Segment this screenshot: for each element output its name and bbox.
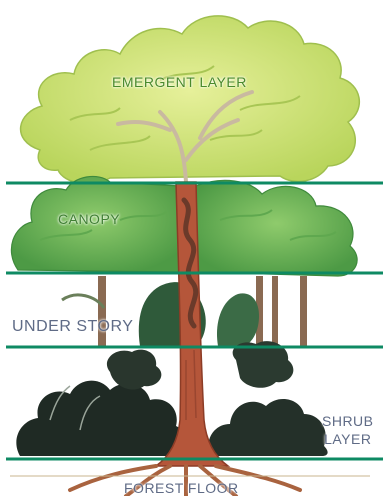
shrub-layer-plants — [16, 341, 327, 456]
emergent-crown — [21, 16, 360, 184]
shrub-label-line-1: SHRUB — [322, 412, 374, 430]
shrub-label-line-2: LAYER — [322, 430, 374, 448]
understory-label: UNDER STORY — [12, 318, 133, 336]
forest-floor-label: FOREST FLOOR — [124, 480, 239, 496]
shrub-layer-label: SHRUB LAYER — [322, 412, 374, 448]
emergent-layer-label: EMERGENT LAYER — [112, 74, 247, 90]
canopy-label: CANOPY — [58, 211, 120, 227]
